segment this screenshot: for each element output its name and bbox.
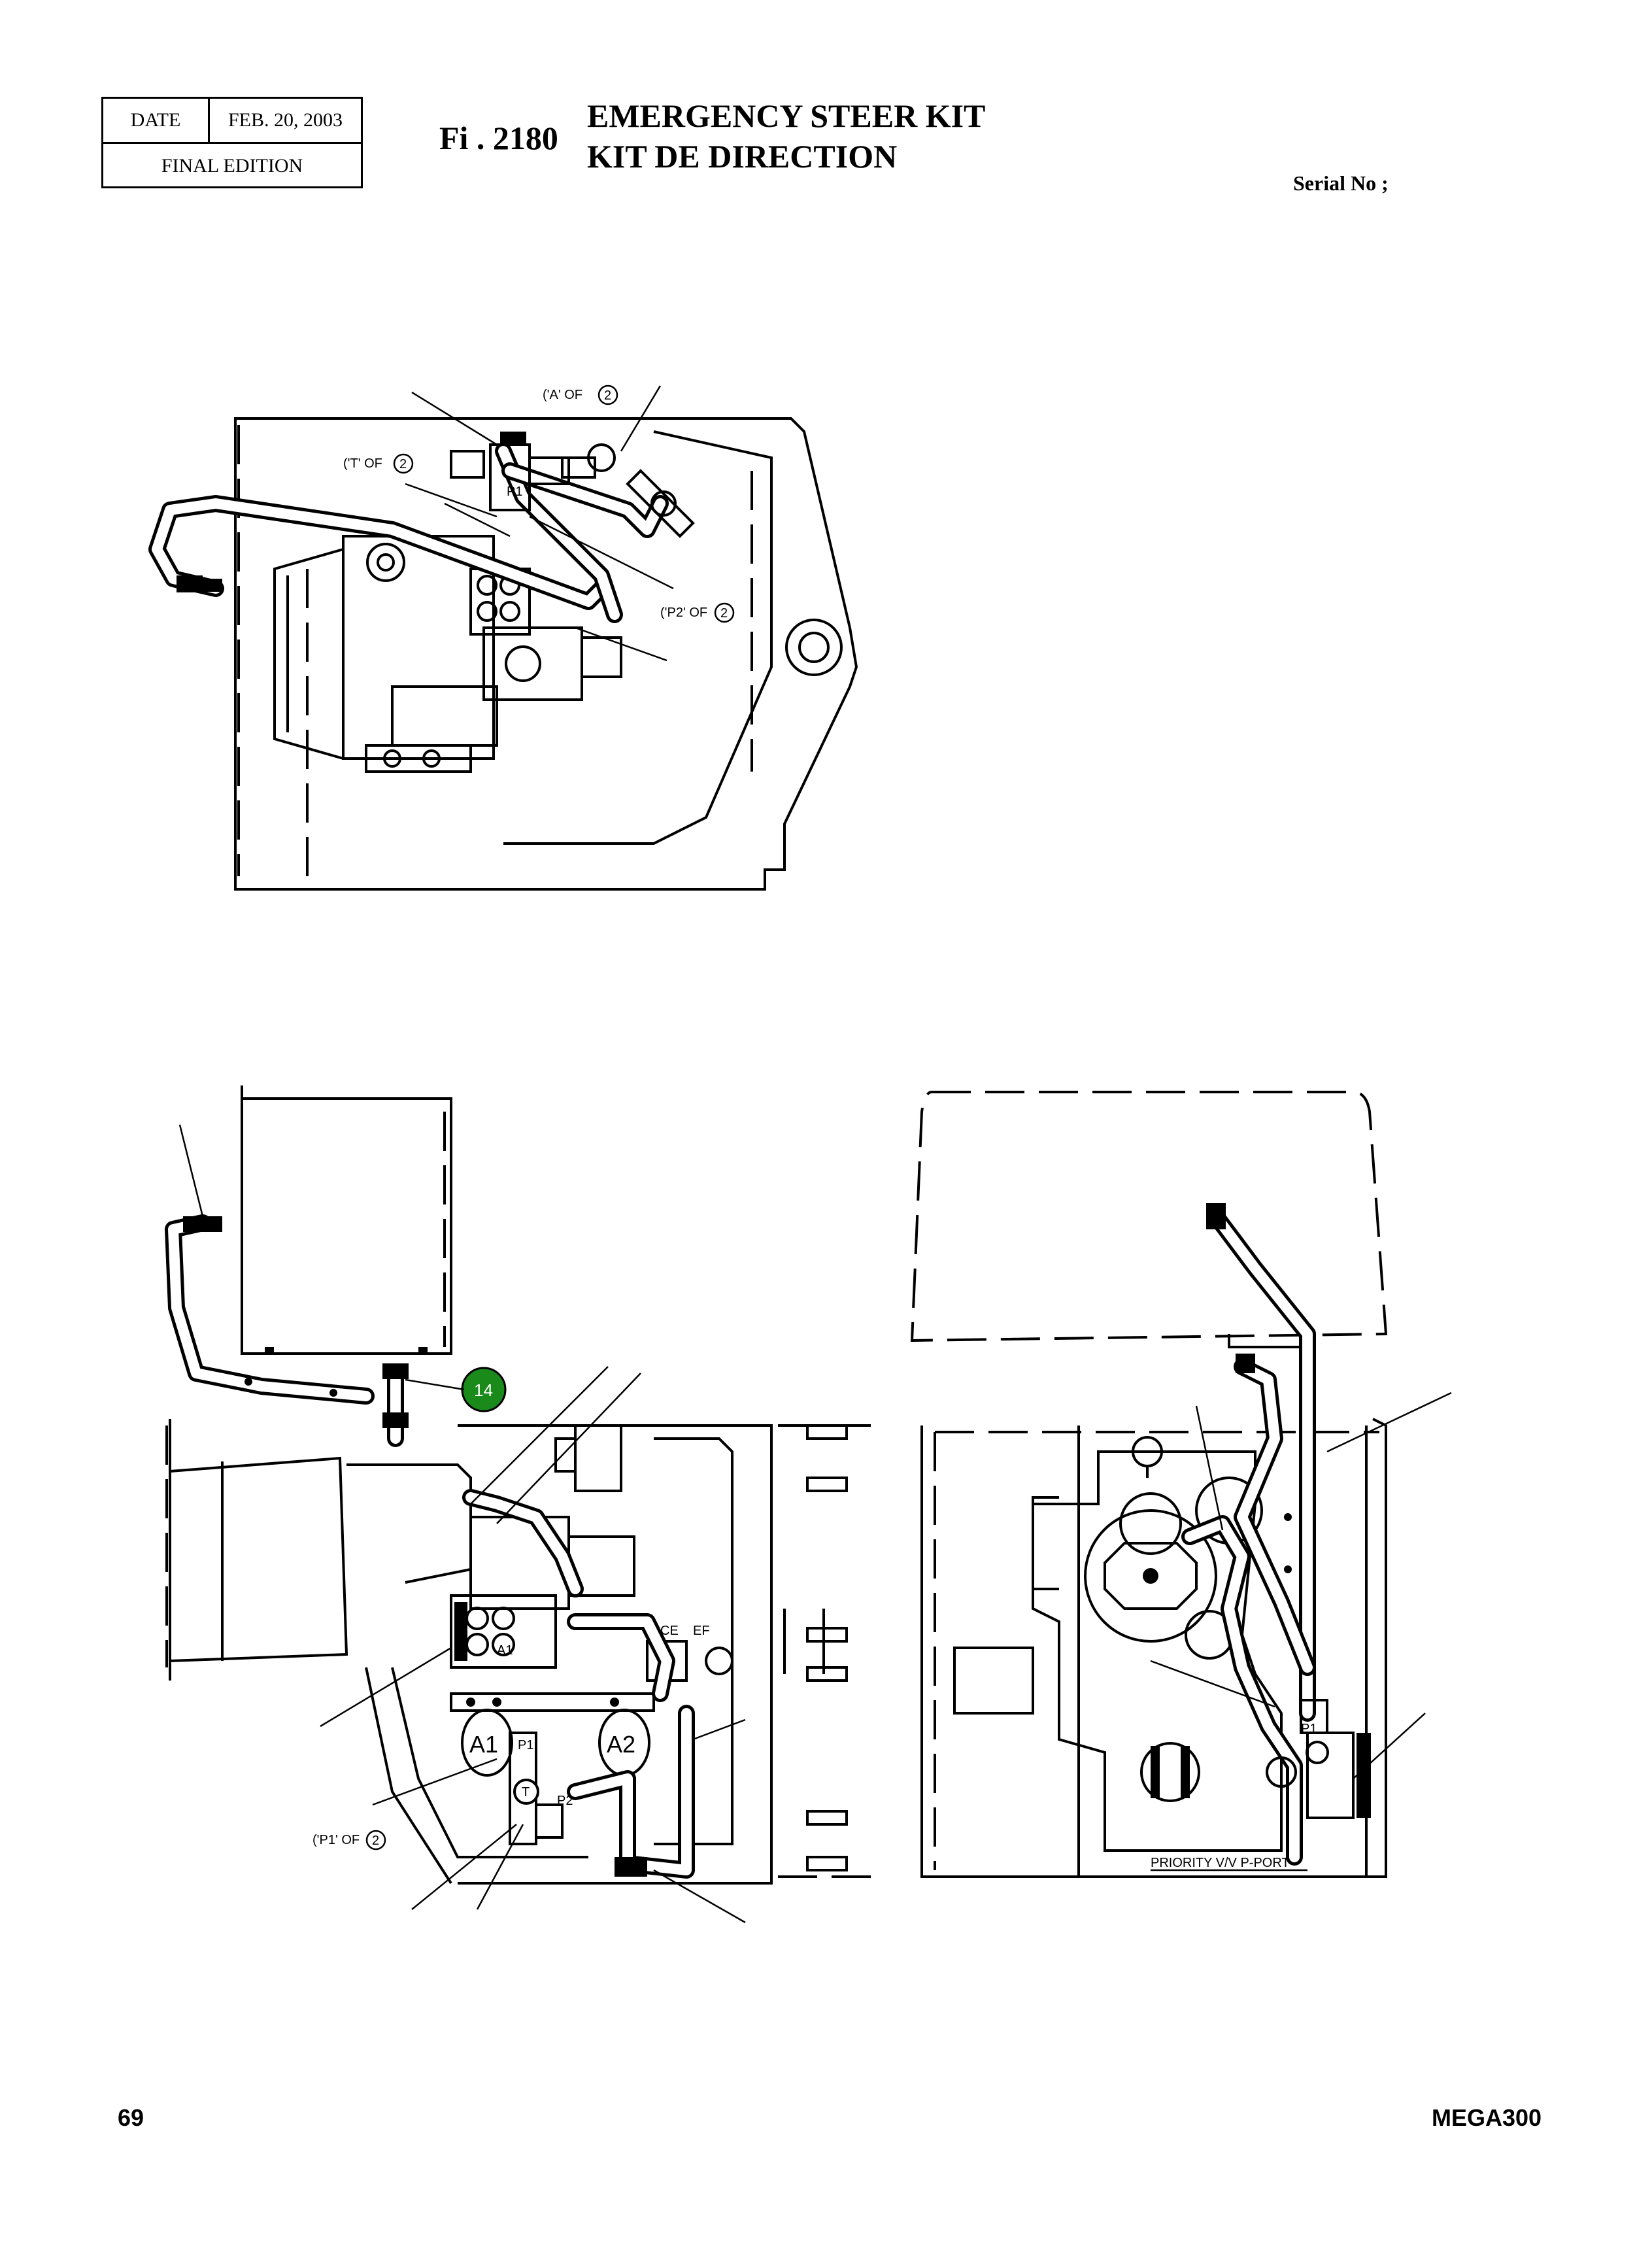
title-french: KIT DE DIRECTION — [587, 138, 898, 175]
serial-number-label: Serial No ; — [1293, 171, 1389, 195]
accumulator-a2-label: A2 — [607, 1731, 635, 1758]
callout-p1-of-2: ('P1' OF — [312, 1833, 360, 1847]
figure-number: Fi . 2180 — [439, 120, 558, 156]
bottom-right-view: P1 PRIORITY V/V P-PORT — [910, 1091, 1452, 1878]
callout-t-of-2: ('T' OF — [343, 456, 382, 471]
page-title: EMERGENCY STEER KIT KIT DE DIRECTION — [587, 95, 985, 177]
accumulator-a1-label: A1 — [469, 1731, 498, 1758]
callout-badge-14-text: 14 — [474, 1380, 493, 1400]
bottom-left-view: A1 A2 T P1 P2 A1 CE EF 14 — [165, 1085, 876, 1924]
date-row: DATE FEB. 20, 2003 — [103, 99, 361, 144]
callout-p2-of-2: ('P2' OF — [660, 606, 707, 620]
callout-a-ref: 2 — [604, 388, 611, 403]
port-p1-label-left: P1 — [518, 1738, 533, 1752]
page-number: 69 — [118, 2104, 144, 2131]
callout-p1-ref: 2 — [372, 1834, 379, 1848]
top-view: ('A' OF 2 ('T' OF 2 ('P2' OF 2 P1 — [148, 384, 858, 891]
callout-p2-ref: 2 — [720, 606, 728, 621]
callout-t-ref: 2 — [399, 457, 407, 471]
date-box: DATE FEB. 20, 2003 FINAL EDITION — [101, 97, 363, 188]
port-p1-label: P1 — [507, 485, 522, 499]
port-p1-label-right: P1 — [1301, 1722, 1317, 1736]
model-name: MEGA300 — [1432, 2104, 1542, 2131]
date-label: DATE — [103, 99, 210, 142]
port-ef-label: EF — [693, 1624, 710, 1638]
edition-label: FINAL EDITION — [161, 155, 303, 177]
title-english: EMERGENCY STEER KIT — [587, 97, 986, 134]
callout-a-of-2: ('A' OF — [543, 388, 582, 402]
date-value: FEB. 20, 2003 — [228, 109, 343, 131]
port-a1-small-label: A1 — [497, 1643, 513, 1658]
port-t-label: T — [522, 1785, 530, 1800]
port-ce-label: CE — [660, 1624, 679, 1638]
priority-valve-label: PRIORITY V/V P-PORT — [1151, 1856, 1290, 1870]
